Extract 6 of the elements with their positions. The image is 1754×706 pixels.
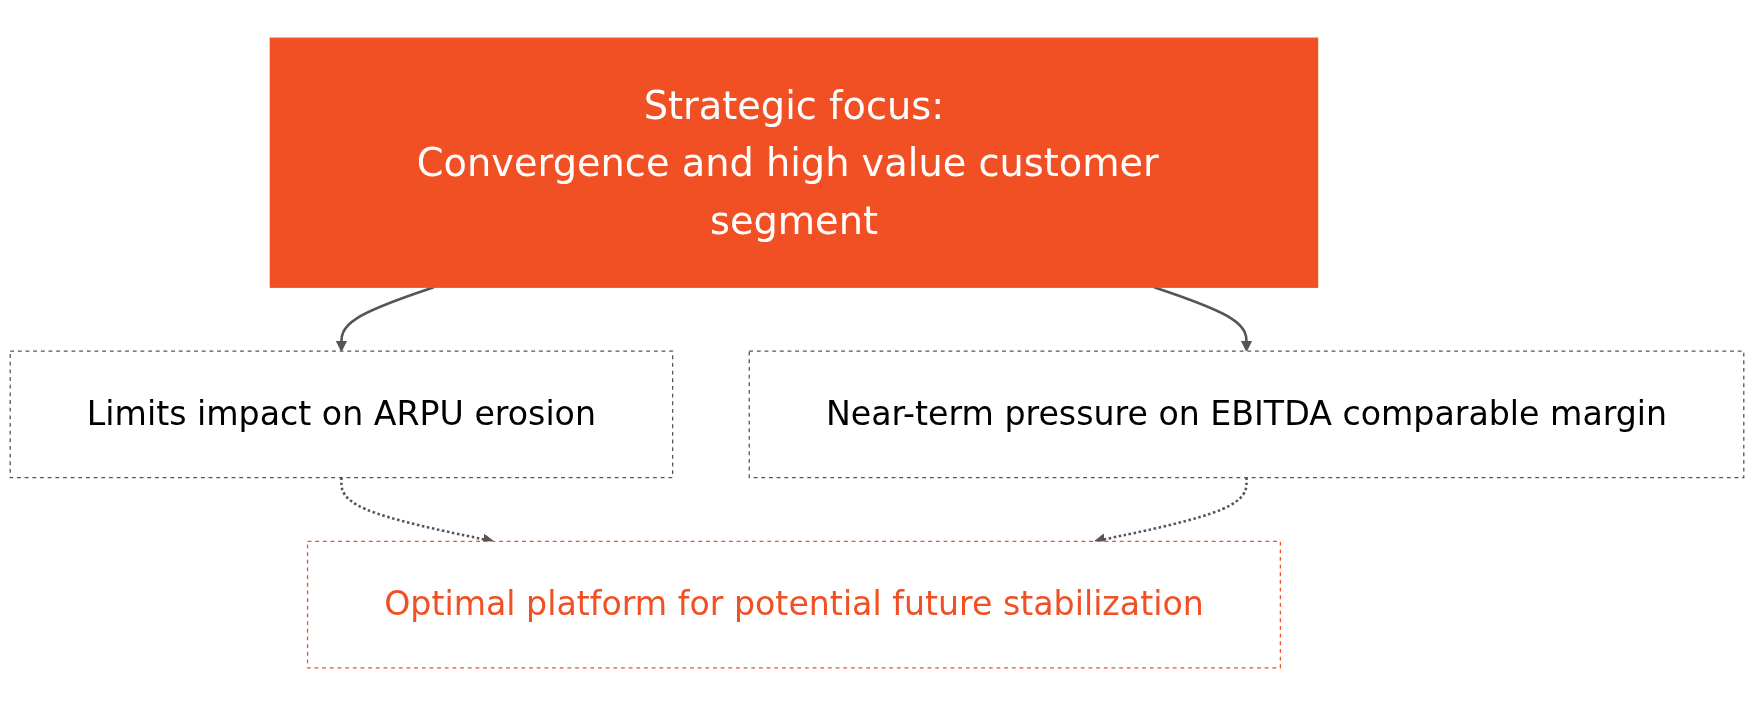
arrow (335, 286, 435, 352)
arrow (1153, 286, 1253, 352)
node-box: Near-term pressure on EBITDA comparable margin (748, 350, 1745, 479)
node-box: Strategic focus: Convergence and high value customer segment (269, 37, 1319, 288)
node-box: Optimal platform for potential future stabilization (306, 540, 1282, 669)
node-box: Limits impact on ARPU erosion (9, 350, 674, 479)
